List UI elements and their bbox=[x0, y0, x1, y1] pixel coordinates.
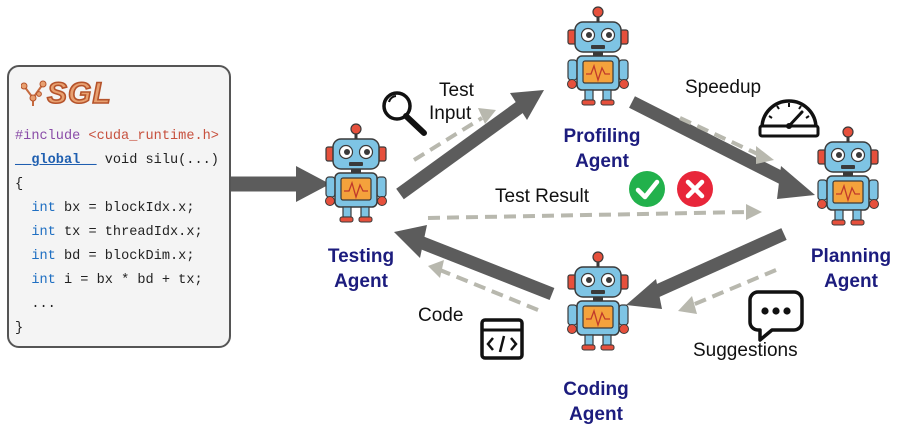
dashed-arrow-suggestions bbox=[689, 268, 777, 308]
code-token: bx = blockIdx.x; bbox=[55, 201, 195, 216]
dashed-head-speedup bbox=[756, 146, 774, 164]
coding-agent-label: Coding Agent bbox=[536, 377, 656, 427]
testing-agent-label-line2: Agent bbox=[334, 271, 388, 292]
dashed-arrow-test-result bbox=[427, 210, 749, 220]
edge-label-test-result: Test Result bbox=[495, 186, 589, 207]
planning-agent-label-line2: Agent bbox=[824, 271, 878, 292]
dashed-arrow-speedup bbox=[679, 116, 763, 158]
testing-agent-robot-icon bbox=[324, 123, 388, 223]
edge-label-code: Code bbox=[418, 305, 464, 326]
planning-agent-label: Planning Agent bbox=[791, 244, 899, 294]
arrowhead-coding-to-testing bbox=[394, 225, 427, 258]
arrow-coding-to-testing bbox=[417, 235, 555, 301]
code-token: void silu(...) bbox=[96, 153, 219, 168]
code-line: int bx = blockIdx.x; bbox=[15, 197, 219, 221]
edge-label-speedup: Speedup bbox=[685, 77, 762, 98]
code-token: __global__ bbox=[15, 153, 97, 168]
arrow-profiling-to-planning bbox=[629, 96, 793, 188]
code-line: } bbox=[15, 317, 219, 341]
code-token: { bbox=[15, 177, 24, 192]
code-line: int tx = threadIdx.x; bbox=[15, 221, 219, 245]
code-panel: SGL #include <cuda_runtime.h>__global__ … bbox=[7, 65, 231, 348]
profiling-agent-label-line2: Agent bbox=[575, 151, 629, 172]
code-token: ... bbox=[15, 297, 56, 312]
planning-agent-robot-icon bbox=[816, 126, 880, 226]
logo-icon bbox=[21, 80, 47, 106]
edge-label-test-input-line2: Input bbox=[429, 103, 472, 124]
code-token: int bbox=[31, 273, 56, 288]
code-line: __global__ void silu(...) bbox=[15, 149, 219, 173]
arrowhead-profiling-to-planning bbox=[777, 166, 815, 199]
code-token: #include bbox=[15, 129, 89, 144]
dashed-arrows bbox=[412, 116, 777, 312]
coding-agent-label-line1: Coding bbox=[563, 379, 629, 400]
code-token: int bbox=[31, 225, 56, 240]
dashed-head-test-result bbox=[746, 204, 762, 220]
testing-agent-label: Testing Agent bbox=[301, 244, 421, 294]
solid-arrows bbox=[231, 90, 815, 309]
profiling-agent-label: Profiling Agent bbox=[542, 124, 662, 174]
chat-bubble-icon bbox=[748, 290, 804, 342]
sgl-logo: SGL bbox=[21, 77, 112, 110]
testing-agent-label-line1: Testing bbox=[327, 246, 395, 267]
dashed-head-test-input bbox=[478, 108, 496, 124]
dashed-head-suggestions bbox=[678, 296, 697, 314]
profiling-agent-label-line1: Profiling bbox=[563, 126, 641, 147]
speedometer-icon bbox=[758, 99, 820, 138]
check-icon bbox=[629, 171, 665, 207]
code-window-icon bbox=[480, 318, 524, 360]
edge-label-suggestions: Suggestions bbox=[693, 340, 798, 361]
coding-agent-robot-icon bbox=[566, 251, 630, 351]
coding-agent-label-line2: Agent bbox=[569, 404, 623, 425]
dashed-arrowheads bbox=[428, 108, 774, 314]
arrowhead-planning-to-coding bbox=[626, 279, 662, 309]
code-token: i = bx * bd + tx; bbox=[55, 273, 203, 288]
code-token: <cuda_runtime.h> bbox=[88, 129, 219, 144]
code-line: int i = bx * bd + tx; bbox=[15, 269, 219, 293]
code-line: int bd = blockDim.x; bbox=[15, 245, 219, 269]
arrow-planning-to-coding bbox=[645, 228, 787, 301]
dashed-head-code bbox=[428, 260, 444, 278]
code-token: bd = blockDim.x; bbox=[55, 249, 195, 264]
code-token: int bbox=[31, 249, 56, 264]
code-token bbox=[15, 225, 31, 240]
arrowhead-code-to-testing bbox=[296, 166, 330, 202]
code-block: #include <cuda_runtime.h>__global__ void… bbox=[15, 125, 219, 341]
code-token bbox=[15, 249, 31, 264]
arrow-testing-to-profiling bbox=[396, 101, 524, 200]
code-token: tx = threadIdx.x; bbox=[55, 225, 203, 240]
dashed-arrow-test-input bbox=[412, 116, 484, 162]
code-token: int bbox=[31, 201, 56, 216]
profiling-agent-robot-icon bbox=[566, 6, 630, 106]
cross-icon bbox=[677, 171, 713, 207]
code-line: #include <cuda_runtime.h> bbox=[15, 125, 219, 149]
planning-agent-label-line1: Planning bbox=[810, 246, 892, 267]
code-line: ... bbox=[15, 293, 219, 317]
code-token bbox=[15, 273, 31, 288]
logo-text: SGL bbox=[46, 77, 112, 110]
magnifier-icon bbox=[382, 91, 427, 136]
code-token bbox=[15, 201, 31, 216]
code-line: { bbox=[15, 173, 219, 197]
edge-label-test-input-line1: Test bbox=[439, 80, 474, 101]
arrowhead-testing-to-profiling bbox=[510, 90, 544, 120]
code-token: } bbox=[15, 321, 24, 336]
